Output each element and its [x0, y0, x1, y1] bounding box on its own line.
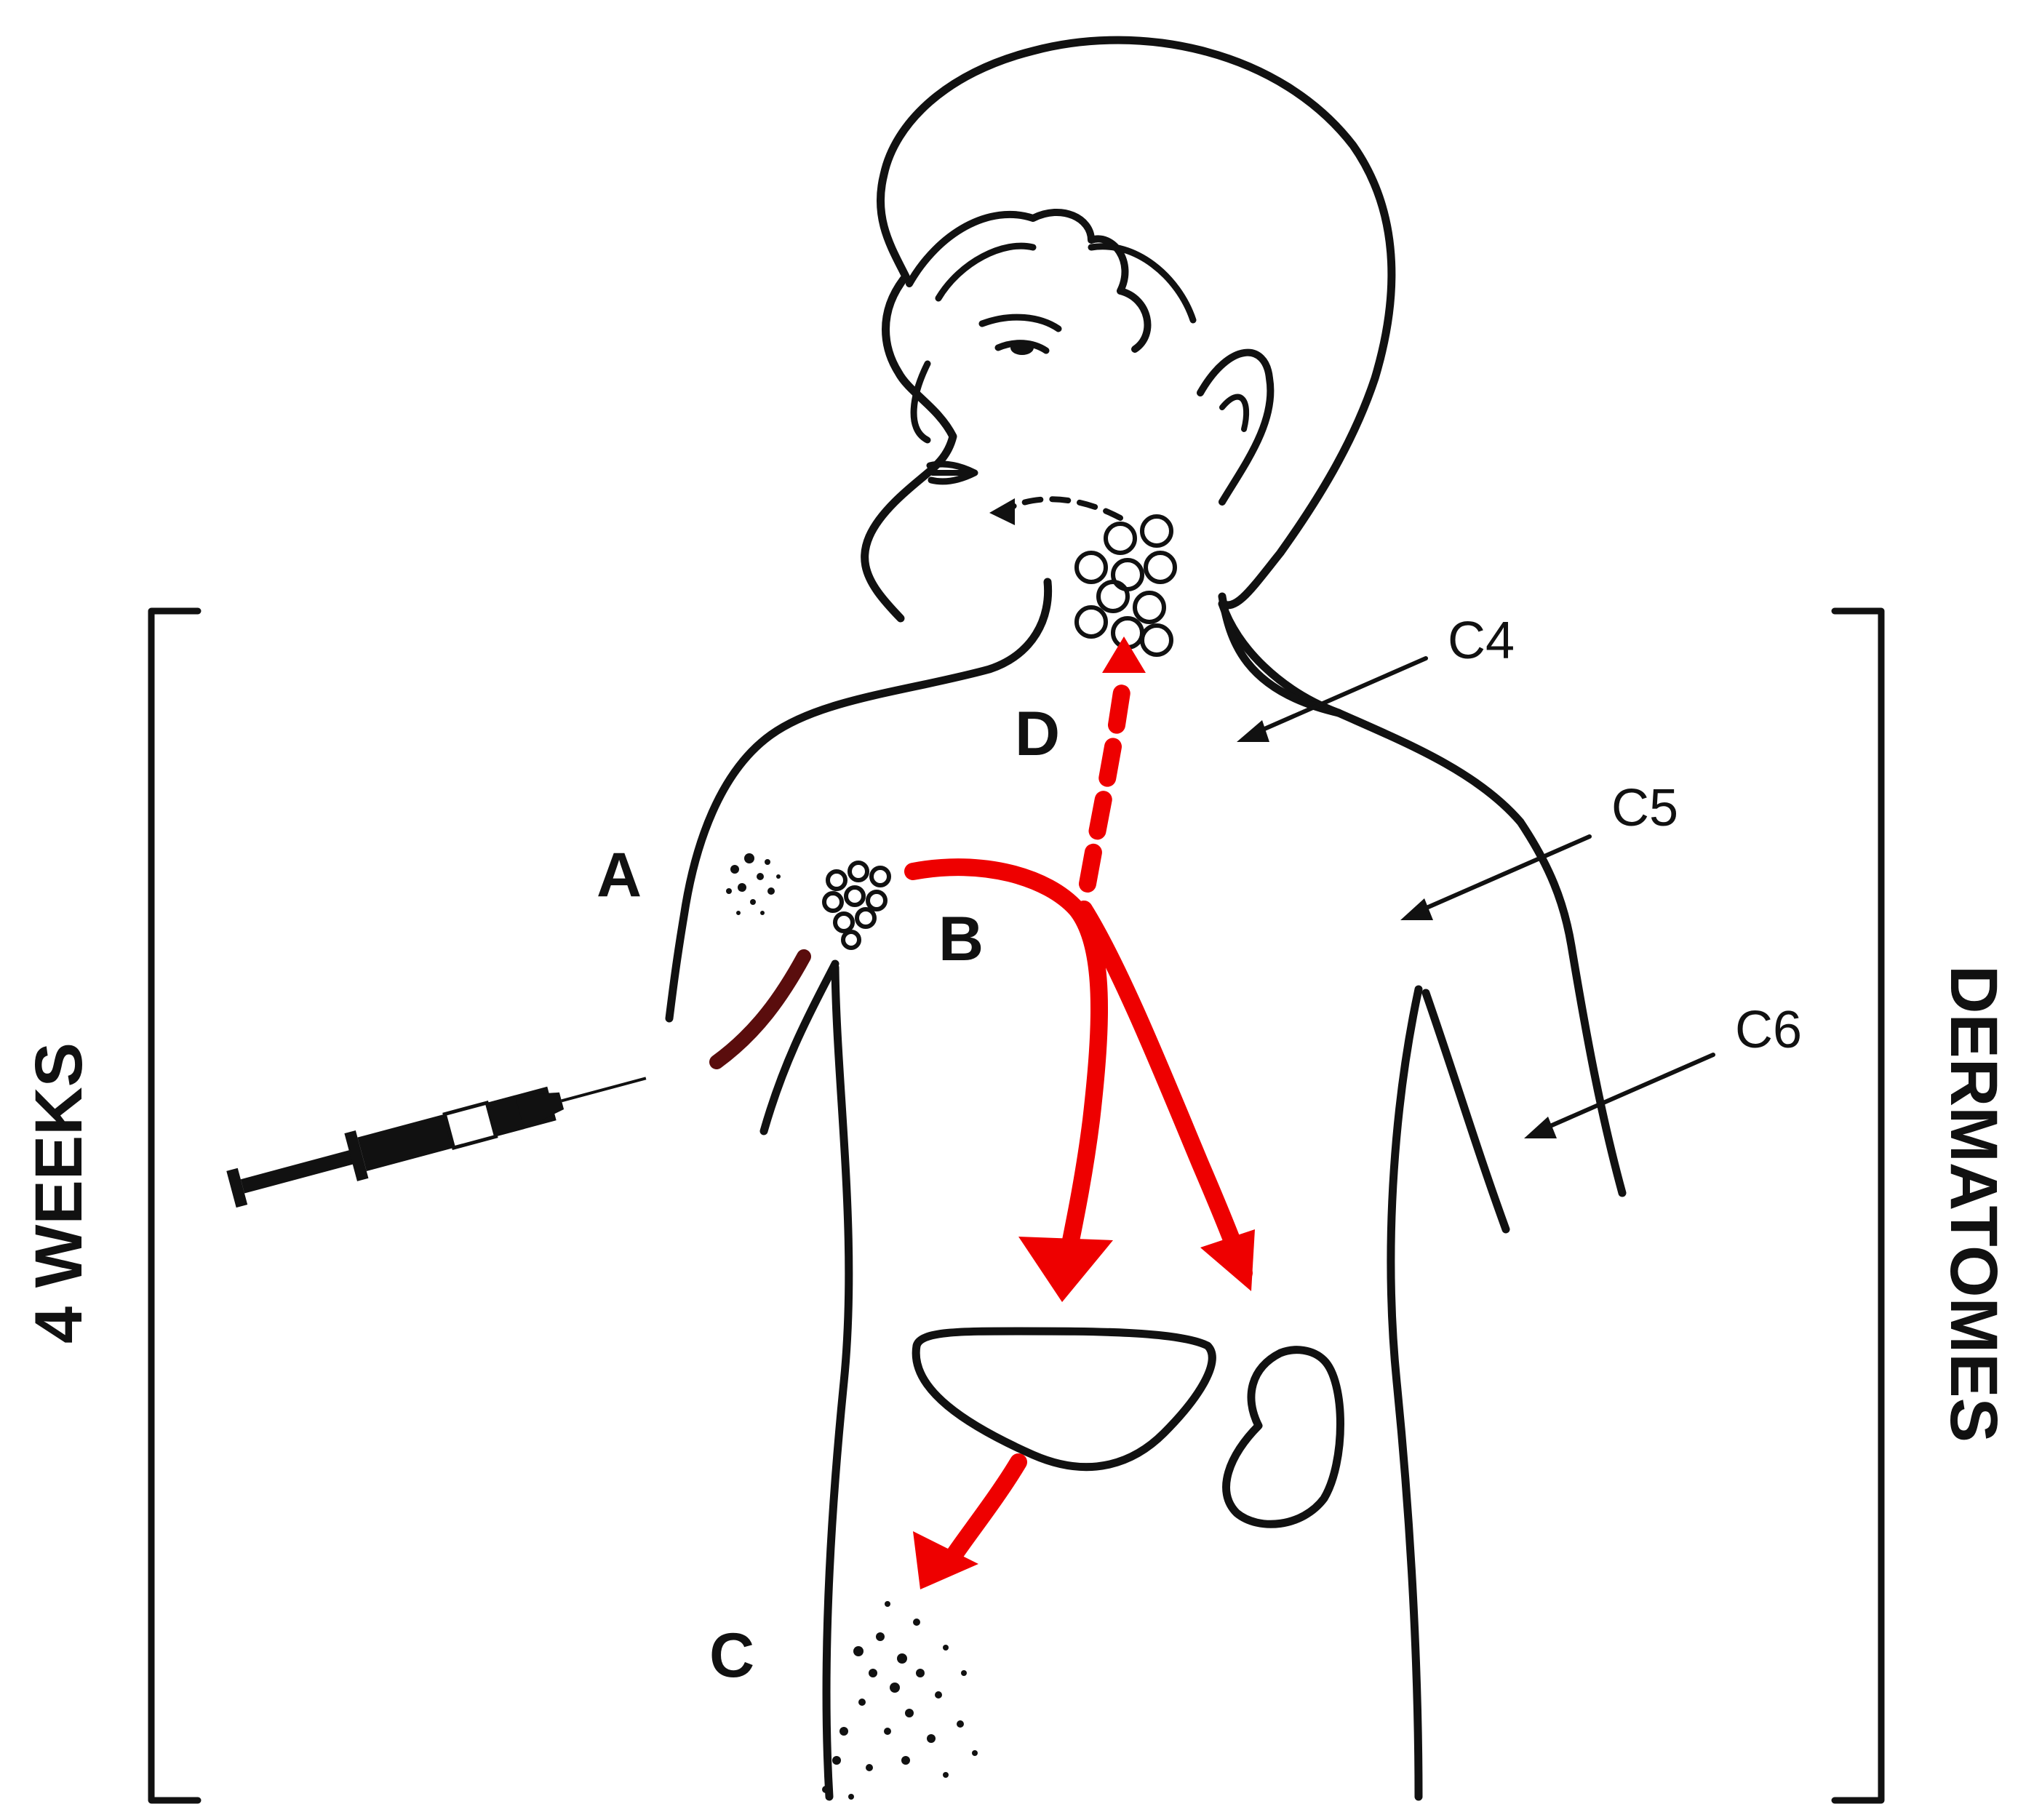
pointer-c6 [1524, 1053, 1715, 1138]
syringe-icon [226, 1077, 647, 1208]
dissemination-pathway [904, 668, 1253, 1565]
label-c: C [709, 1621, 754, 1691]
lymph-nodes-d [1074, 514, 1177, 657]
pathway-arrowheads [913, 636, 1255, 1589]
label-c5: C5 [1611, 779, 1678, 837]
lesion-c [822, 1601, 978, 1800]
injection-track [709, 949, 811, 1069]
lesion-a [726, 853, 781, 915]
label-a: A [597, 840, 642, 910]
right-bracket [1831, 607, 1885, 1804]
left-bracket [148, 607, 202, 1804]
label-c6: C6 [1735, 1001, 1802, 1059]
label-d: D [1015, 699, 1060, 769]
organ-liver [912, 1327, 1216, 1472]
pointer-c5 [1400, 834, 1592, 920]
head-outline [861, 36, 1627, 1197]
left-side-label: 4 WEEKS [22, 1042, 96, 1344]
lymph-nodes-b [822, 861, 891, 950]
label-b: B [938, 904, 984, 974]
pointer-c4 [1237, 656, 1428, 742]
torso-outline [665, 578, 1510, 1801]
label-c4: C4 [1448, 612, 1515, 670]
organ-spleen [1222, 1346, 1344, 1528]
face-features [910, 314, 1062, 485]
ear [1197, 348, 1275, 506]
dashed-arrow-to-mouth [989, 496, 1123, 525]
right-side-label: DERMATOMES [1937, 965, 2011, 1442]
